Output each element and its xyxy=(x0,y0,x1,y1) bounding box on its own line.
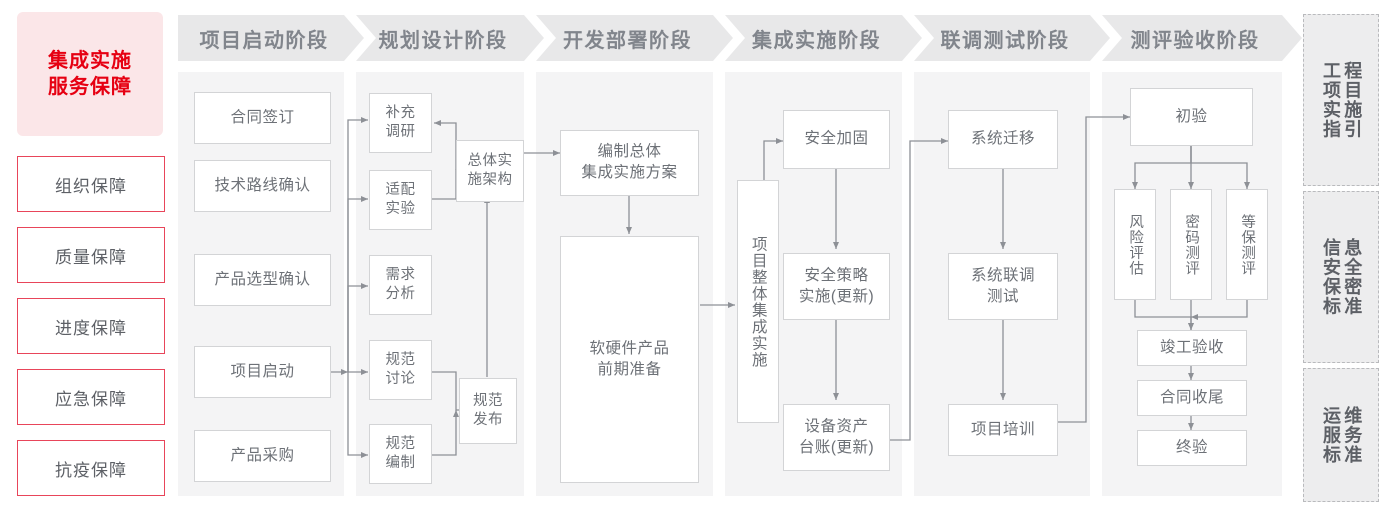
node-label: 密码测评 xyxy=(1183,213,1200,276)
node-security-hardening[interactable]: 安全加固 xyxy=(783,110,890,169)
standard-label: 程目施引 工项实指 xyxy=(1321,61,1363,139)
node-overall-project-integration[interactable]: 项目整体集成实施 xyxy=(737,180,779,423)
node-system-joint-debug-test[interactable]: 系统联调 测试 xyxy=(948,253,1058,320)
node-contract-signing[interactable]: 合同签订 xyxy=(194,92,331,144)
node-preliminary-acceptance[interactable]: 初验 xyxy=(1130,88,1253,146)
node-label: 规范 发布 xyxy=(473,392,503,428)
node-label: 规范 编制 xyxy=(385,435,416,471)
guarantee-item-schedule[interactable]: 进度保障 xyxy=(17,298,165,354)
node-label: 产品选型确认 xyxy=(214,270,311,288)
guarantee-hero-card: 集成实施服务保障 xyxy=(17,12,163,136)
node-label: 项目启动 xyxy=(230,362,295,380)
guarantee-item-emergency[interactable]: 应急保障 xyxy=(17,369,165,425)
node-label: 风险评估 xyxy=(1127,213,1144,276)
phase-header-label: 开发部署阶段 xyxy=(563,29,692,52)
node-label: 总体实 施架构 xyxy=(467,152,513,188)
node-crypto-evaluation[interactable]: 密码测评 xyxy=(1170,189,1212,300)
node-label: 软硬件产品 前期准备 xyxy=(589,339,670,378)
node-standard-release[interactable]: 规范 发布 xyxy=(459,378,517,444)
node-final-acceptance[interactable]: 终验 xyxy=(1137,430,1247,466)
node-label: 产品采购 xyxy=(230,446,295,464)
node-product-selection-confirm[interactable]: 产品选型确认 xyxy=(194,254,331,306)
phase-header-4[interactable]: 集成实施阶段 xyxy=(725,15,922,61)
node-label: 安全策略 实施(更新) xyxy=(798,266,875,305)
node-label: 终验 xyxy=(1175,438,1208,456)
phase-header-1[interactable]: 项目启动阶段 xyxy=(178,15,364,61)
guarantee-hero-label: 集成实施服务保障 xyxy=(48,48,132,101)
node-standard-discussion[interactable]: 规范 讨论 xyxy=(369,340,432,400)
node-project-kickoff[interactable]: 项目启动 xyxy=(194,346,331,398)
phase-header-label: 联调测试阶段 xyxy=(940,29,1070,52)
node-label: 安全加固 xyxy=(804,130,869,148)
phase-header-5[interactable]: 联调测试阶段 xyxy=(914,15,1110,61)
node-adaptation-experiment[interactable]: 适配 实验 xyxy=(369,170,432,230)
node-contract-closure[interactable]: 合同收尾 xyxy=(1137,380,1247,416)
node-tech-route-confirm[interactable]: 技术路线确认 xyxy=(194,160,331,212)
standard-label: 维务准 运服标 xyxy=(1321,405,1363,465)
node-label: 初验 xyxy=(1175,107,1208,125)
node-label: 项目培训 xyxy=(970,420,1035,438)
guarantee-item-label: 抗疫保障 xyxy=(55,460,127,480)
guarantee-item-label: 组织保障 xyxy=(55,176,127,196)
node-label: 竣工验收 xyxy=(1159,338,1224,356)
standard-information-security-confidentiality[interactable]: 息全密准 信安保标 xyxy=(1303,191,1379,363)
node-label: 适配 实验 xyxy=(385,181,416,217)
guarantee-hero-line2: 服务保障 xyxy=(48,76,132,98)
node-product-procurement[interactable]: 产品采购 xyxy=(194,430,331,482)
node-label: 技术路线确认 xyxy=(214,176,311,194)
node-label: 规范 讨论 xyxy=(385,351,416,387)
node-label: 合同签订 xyxy=(230,108,295,126)
phase-header-label: 集成实施阶段 xyxy=(752,29,881,52)
node-label: 系统联调 测试 xyxy=(970,266,1035,305)
node-label: 等保测评 xyxy=(1239,213,1256,276)
node-label: 编制总体 集成实施方案 xyxy=(581,143,678,181)
phase-header-label: 规划设计阶段 xyxy=(378,29,508,52)
standard-engineering-project-implementation-guide[interactable]: 程目施引 工项实指 xyxy=(1303,14,1379,186)
standard-operations-maintenance-service[interactable]: 维务准 运服标 xyxy=(1303,368,1379,502)
node-requirement-analysis[interactable]: 需求 分析 xyxy=(369,255,432,315)
guarantee-item-epidemic[interactable]: 抗疫保障 xyxy=(17,440,165,496)
phase-header-2[interactable]: 规划设计阶段 xyxy=(356,15,544,61)
node-completion-acceptance[interactable]: 竣工验收 xyxy=(1137,330,1247,366)
node-label: 补充 调研 xyxy=(385,104,416,140)
node-risk-assessment[interactable]: 风险评估 xyxy=(1114,189,1156,300)
node-system-migration[interactable]: 系统迁移 xyxy=(948,110,1058,169)
guarantee-item-label: 质量保障 xyxy=(55,247,127,267)
node-draft-overall-integration-plan[interactable]: 编制总体 集成实施方案 xyxy=(560,130,699,196)
phase-header-6[interactable]: 测评验收阶段 xyxy=(1102,15,1302,61)
guarantee-item-label: 进度保障 xyxy=(55,318,127,338)
node-label: 需求 分析 xyxy=(385,266,416,302)
node-standard-drafting[interactable]: 规范 编制 xyxy=(369,424,432,484)
node-mlps-evaluation[interactable]: 等保测评 xyxy=(1226,189,1268,300)
node-supplementary-research[interactable]: 补充 调研 xyxy=(369,93,432,153)
guarantee-hero-line1: 集成实施 xyxy=(48,49,132,72)
node-hw-sw-product-preparation[interactable]: 软硬件产品 前期准备 xyxy=(560,236,699,483)
node-label: 项目整体集成实施 xyxy=(749,235,767,368)
node-overall-implementation-architecture[interactable]: 总体实 施架构 xyxy=(456,140,524,202)
guarantee-item-quality[interactable]: 质量保障 xyxy=(17,227,165,283)
phase-header-3[interactable]: 开发部署阶段 xyxy=(536,15,733,61)
node-label: 设备资产 台账(更新) xyxy=(798,417,875,456)
node-equipment-asset-ledger[interactable]: 设备资产 台账(更新) xyxy=(783,404,890,471)
guarantee-item-label: 应急保障 xyxy=(55,389,127,409)
standard-label: 息全密准 信安保标 xyxy=(1321,238,1363,316)
phase-header-label: 测评验收阶段 xyxy=(1130,29,1260,52)
node-project-training[interactable]: 项目培训 xyxy=(948,404,1058,456)
node-label: 合同收尾 xyxy=(1159,388,1224,406)
node-label: 系统迁移 xyxy=(970,130,1035,148)
phase-header-label: 项目启动阶段 xyxy=(199,29,329,52)
node-security-policy-implementation[interactable]: 安全策略 实施(更新) xyxy=(783,253,890,320)
guarantee-item-organization[interactable]: 组织保障 xyxy=(17,156,165,212)
